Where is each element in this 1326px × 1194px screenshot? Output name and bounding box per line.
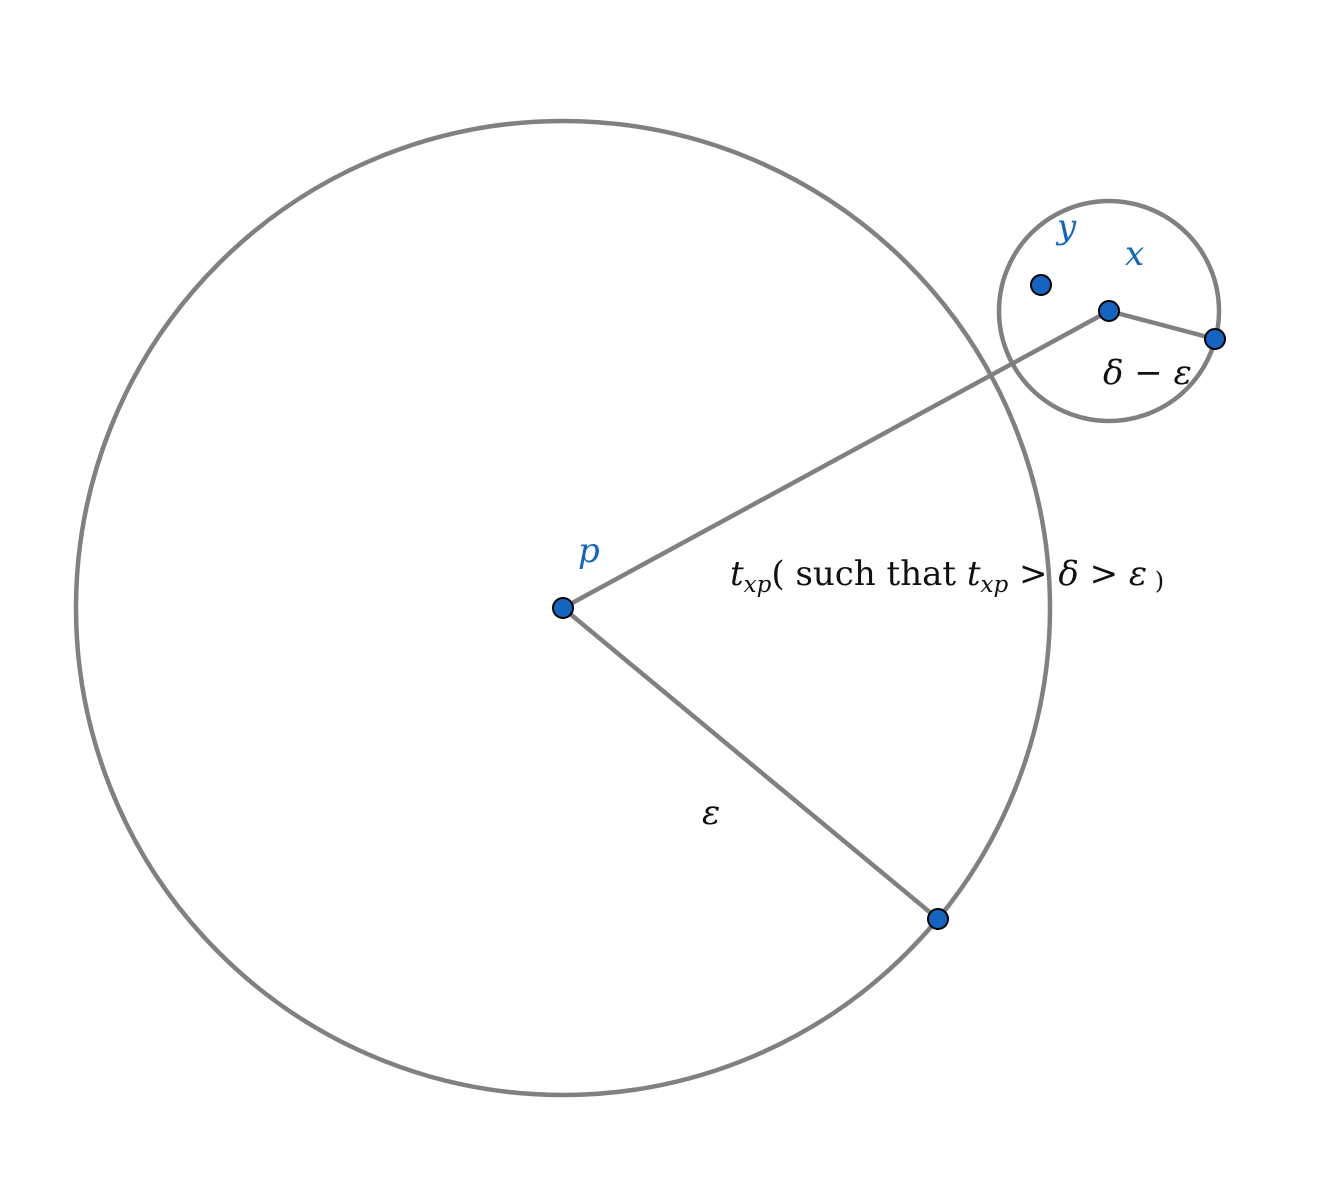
label-txp-expression: txp( such that txp > δ > ε ) bbox=[730, 554, 1164, 598]
segment-radius-epsilon bbox=[561, 606, 940, 921]
segment-p-x bbox=[561, 309, 1111, 610]
point-p bbox=[552, 597, 574, 619]
large-circle bbox=[73, 118, 1053, 1098]
label-x: x bbox=[1125, 234, 1144, 274]
small-circle bbox=[996, 198, 1222, 424]
label-epsilon: ε bbox=[702, 793, 720, 833]
label-y: y bbox=[1055, 207, 1077, 247]
label-delta-minus-epsilon: δ − ε bbox=[1103, 353, 1192, 393]
point-x bbox=[1098, 300, 1120, 322]
point-y bbox=[1030, 274, 1052, 296]
point-on-large-circle bbox=[927, 908, 949, 930]
segment-radius-delta-minus-epsilon bbox=[1108, 308, 1216, 342]
point-on-small-circle bbox=[1204, 328, 1226, 350]
label-p: p bbox=[578, 531, 600, 571]
